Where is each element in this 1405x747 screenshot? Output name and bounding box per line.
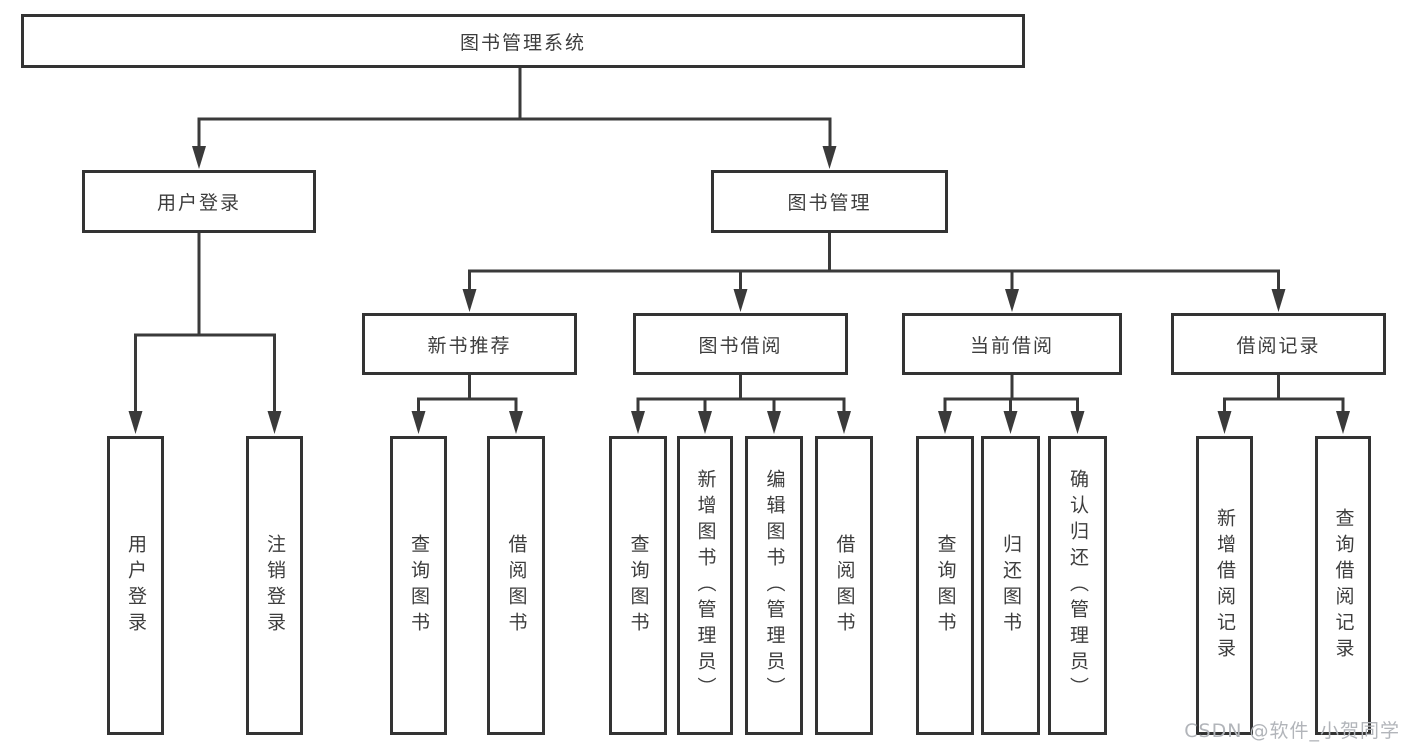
edge-group — [134, 68, 1345, 413]
node-label: 当前借阅 — [969, 334, 1054, 357]
node-label: 借阅记录 — [1236, 334, 1321, 357]
node-root-system: 图书管理系统 — [21, 14, 1025, 68]
leaf-query-books-recommend: 查询图书 — [390, 436, 447, 735]
leaf-add-books-admin: 新增图书（管理员） — [677, 436, 733, 735]
edge-borrow-records-to-leaves — [1223, 375, 1345, 413]
node-label: 借阅图书 — [505, 533, 528, 638]
node-label: 查询图书 — [627, 533, 650, 638]
leaf-add-borrow-record: 新增借阅记录 — [1196, 436, 1253, 735]
arrowhead-icon — [631, 411, 645, 434]
leaf-edit-books-admin: 编辑图书（管理员） — [745, 436, 803, 735]
node-label: 用户登录 — [156, 192, 241, 214]
node-label: 新增图书（管理员） — [694, 468, 717, 703]
leaf-query-books-borrow: 查询图书 — [609, 436, 667, 735]
arrowhead-icon — [767, 411, 781, 434]
node-label: 查询图书 — [934, 533, 957, 638]
node-current-borrow: 当前借阅 — [902, 313, 1122, 375]
node-book-borrow: 图书借阅 — [633, 313, 848, 375]
leaf-user-login: 用户登录 — [107, 436, 164, 735]
leaf-logout: 注销登录 — [246, 436, 303, 735]
node-book-management: 图书管理 — [711, 170, 948, 233]
leaf-confirm-return-admin: 确认归还（管理员） — [1048, 436, 1107, 735]
node-label: 注销登录 — [264, 533, 286, 638]
arrowhead-icon — [837, 411, 851, 434]
arrowhead-icon — [698, 411, 712, 434]
arrowhead-icon — [1070, 411, 1085, 434]
arrowhead-icon — [509, 411, 523, 434]
arrowhead-icon — [938, 411, 952, 434]
node-user-login: 用户登录 — [82, 170, 316, 233]
arrowhead-icon — [192, 146, 206, 169]
node-label: 借阅图书 — [833, 533, 856, 638]
node-label: 图书管理 — [787, 192, 872, 214]
leaf-query-borrow-record: 查询借阅记录 — [1315, 436, 1371, 735]
node-label: 归还图书 — [1000, 533, 1022, 638]
arrowhead-icon — [1003, 411, 1018, 434]
node-label: 查询借阅记录 — [1332, 507, 1355, 664]
edge-current-borrow-to-leaves — [943, 375, 1079, 413]
node-label: 编辑图书（管理员） — [763, 468, 786, 703]
node-label: 确认归还（管理员） — [1067, 468, 1089, 703]
node-label: 图书管理系统 — [459, 31, 586, 54]
leaf-query-books-current: 查询图书 — [916, 436, 974, 735]
node-label: 新增借阅记录 — [1214, 507, 1236, 664]
arrowhead-icon — [1005, 289, 1019, 312]
edge-new-book-recommend-to-leaves — [417, 375, 518, 413]
arrowhead-icon — [733, 289, 748, 312]
arrowhead-icon — [267, 411, 282, 434]
arrowhead-icon — [462, 289, 477, 312]
leaf-borrow-books-recommend: 借阅图书 — [487, 436, 545, 735]
edge-root-to-level2 — [197, 68, 832, 148]
edge-book-borrow-to-leaves — [636, 375, 846, 413]
arrowhead-icon — [1271, 289, 1286, 312]
node-new-book-recommend: 新书推荐 — [362, 313, 577, 375]
arrowhead-icon — [1217, 411, 1232, 434]
node-label: 图书借阅 — [698, 334, 783, 357]
edge-book-management-to-level3 — [468, 233, 1280, 290]
node-label: 用户登录 — [125, 533, 147, 638]
edge-user-login-to-leaves — [134, 232, 276, 412]
csdn-watermark: CSDN @软件_小贺同学 — [1184, 720, 1400, 742]
node-borrow-records: 借阅记录 — [1171, 313, 1386, 375]
arrowhead-icon — [1336, 411, 1350, 434]
node-label: 新书推荐 — [427, 334, 512, 357]
leaf-return-books: 归还图书 — [981, 436, 1040, 735]
leaf-borrow-books: 借阅图书 — [815, 436, 873, 735]
arrowhead-icon — [128, 411, 143, 434]
arrowhead-group — [128, 146, 1350, 434]
node-label: 查询图书 — [408, 533, 430, 638]
arrowhead-icon — [822, 146, 837, 169]
arrowhead-icon — [411, 411, 426, 434]
